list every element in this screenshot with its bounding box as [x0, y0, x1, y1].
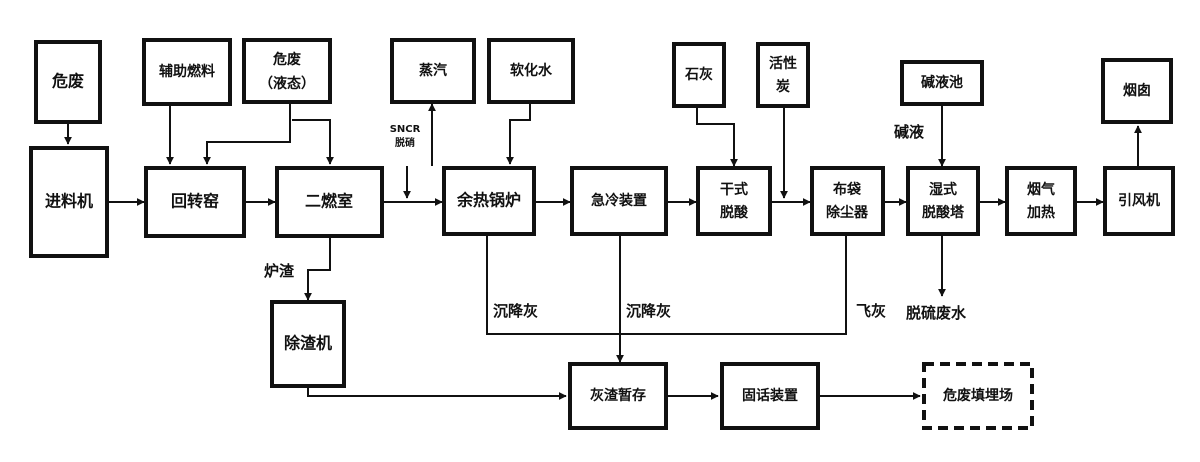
label-waste-heat-boiler: 余热锅炉	[456, 191, 521, 210]
flow-liquid-to-kiln	[203, 102, 291, 165]
label-hazwaste-liquid-2: （液态）	[259, 75, 315, 92]
label-furnace-slag: 炉渣	[264, 262, 295, 280]
label-bag-filter-1: 布袋	[833, 181, 862, 198]
label-secondary-chamber: 二燃室	[305, 192, 353, 211]
flow-liquid-to-chamber	[292, 119, 334, 165]
label-hazwaste-top: 危废	[52, 72, 84, 91]
box-chimney: 烟囱	[1101, 58, 1173, 124]
label-soft-water: 软化水	[510, 62, 553, 79]
label-bag-filter-2: 除尘器	[826, 204, 869, 221]
label-wet-tower-2: 脱酸塔	[922, 204, 965, 221]
label-wet-tower-1: 湿式	[929, 181, 957, 198]
label-solidification: 固话装置	[742, 387, 798, 404]
label-settled-ash-boiler: 沉降灰	[493, 302, 538, 320]
box-bag-filter: 布袋 除尘器	[810, 166, 885, 236]
flow-chamber-to-slagremover	[304, 236, 331, 301]
label-sncr-2: 脱硝	[395, 136, 415, 149]
label-desulf-wastewater: 脱硫废水	[906, 304, 967, 322]
flow-softwater-to-boiler	[506, 102, 531, 165]
label-quench: 急冷装置	[591, 192, 647, 209]
box-flue-heating: 烟气 加热	[1005, 166, 1077, 236]
box-hazwaste-liquid: 危废 （液态）	[242, 38, 332, 104]
label-steam: 蒸汽	[419, 62, 447, 79]
label-aux-fuel: 辅助燃料	[159, 63, 215, 80]
label-dry-deacid-2: 脱酸	[720, 204, 749, 221]
flow-lines	[64, 102, 1142, 400]
box-quench: 急冷装置	[570, 166, 668, 236]
box-id-fan: 引风机	[1103, 166, 1175, 236]
box-slag-remover: 除渣机	[270, 300, 346, 388]
label-fly-ash: 飞灰	[856, 302, 886, 320]
label-hazwaste-liquid-1: 危废	[272, 51, 301, 68]
box-landfill: 危废填埋场	[922, 362, 1034, 430]
label-alkali-liquid: 碱液	[894, 123, 925, 141]
label-flue-heating-1: 烟气	[1027, 181, 1055, 198]
label-rotary-kiln: 回转窑	[171, 192, 219, 211]
box-aux-fuel: 辅助燃料	[142, 38, 232, 106]
label-chimney: 烟囱	[1123, 82, 1151, 99]
label-feeder: 进料机	[45, 192, 93, 211]
box-dry-deacid: 干式 脱酸	[696, 166, 772, 236]
box-wet-tower: 湿式 脱酸塔	[906, 166, 980, 236]
box-rotary-kiln: 回转窑	[144, 166, 246, 238]
label-settled-ash-quench: 沉降灰	[626, 302, 671, 320]
label-ash-storage: 灰渣暂存	[590, 387, 646, 404]
box-lime: 石灰	[672, 42, 726, 108]
box-soft-water: 软化水	[487, 38, 575, 104]
box-feeder: 进料机	[29, 146, 109, 258]
box-waste-heat-boiler: 余热锅炉	[442, 166, 536, 236]
flow-lime-to-dry	[696, 106, 738, 167]
label-landfill: 危废填埋场	[942, 387, 1013, 404]
label-slag-remover: 除渣机	[284, 334, 332, 353]
box-activated-carbon: 活性 炭	[756, 42, 810, 108]
label-lime: 石灰	[684, 66, 713, 83]
box-solidification: 固话装置	[720, 362, 820, 430]
label-activated-carbon-1: 活性	[769, 55, 797, 72]
box-ash-storage: 灰渣暂存	[568, 362, 668, 430]
label-id-fan: 引风机	[1118, 192, 1160, 209]
label-flue-heating-2: 加热	[1026, 204, 1055, 221]
flow-boiler-settled-ash	[486, 236, 620, 335]
box-alkali-pool: 碱液池	[900, 60, 984, 106]
label-activated-carbon-2: 炭	[776, 78, 790, 95]
box-steam: 蒸汽	[390, 38, 476, 104]
label-sncr-1: SNCR	[390, 124, 421, 135]
flow-bagfilter-fly-ash	[620, 236, 847, 335]
flow-slagremover-to-storage	[307, 386, 567, 400]
label-dry-deacid-1: 干式	[720, 181, 748, 198]
label-alkali-pool: 碱液池	[921, 74, 963, 91]
box-hazwaste-top: 危废	[34, 40, 102, 124]
box-secondary-chamber: 二燃室	[275, 166, 384, 238]
